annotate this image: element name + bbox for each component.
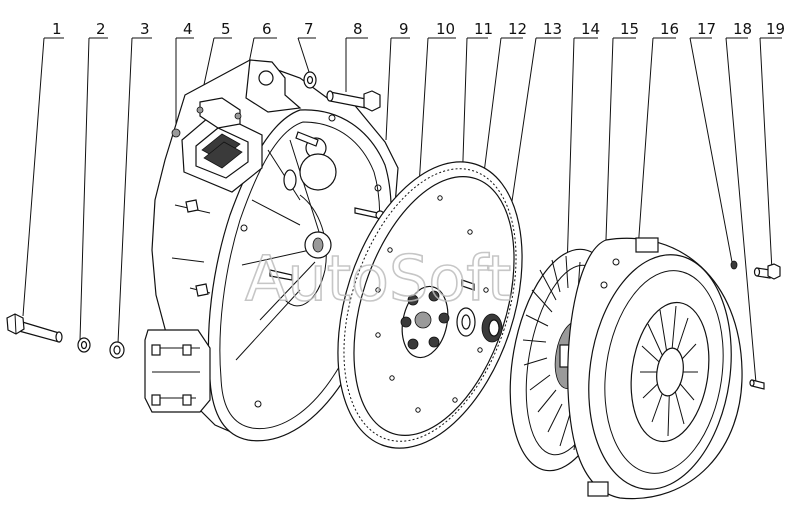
flywheel [337, 161, 523, 449]
callout-11: 11 [474, 20, 493, 38]
watermark: AutoSoft [245, 242, 511, 315]
pilot-bearing [456, 279, 503, 343]
bolt-right [753, 263, 781, 280]
washer-spring [77, 337, 91, 353]
callout-16: 16 [660, 20, 679, 38]
callout-12: 12 [508, 20, 527, 38]
callout-2: 2 [96, 20, 106, 38]
callout-4: 4 [183, 20, 193, 38]
callout-18: 18 [733, 20, 752, 38]
callout-13: 13 [543, 20, 562, 38]
callout-10: 10 [436, 20, 455, 38]
callout-labels: 1 2 3 4 5 6 7 8 9 10 11 12 13 14 15 16 1… [52, 20, 785, 38]
callout-7: 7 [304, 20, 314, 38]
callout-8: 8 [353, 20, 363, 38]
callout-1: 1 [52, 20, 62, 38]
bolt-left [6, 313, 63, 343]
dowel-pin [749, 379, 765, 390]
washer-top [303, 71, 317, 89]
small-washer [730, 260, 738, 270]
callout-9: 9 [399, 20, 409, 38]
callout-6: 6 [262, 20, 272, 38]
bolt-top [326, 90, 381, 112]
callout-14: 14 [581, 20, 600, 38]
washer-flat [109, 341, 125, 359]
callout-17: 17 [697, 20, 716, 38]
callout-3: 3 [140, 20, 150, 38]
pressure-plate [567, 237, 743, 500]
callout-15: 15 [620, 20, 639, 38]
callout-5: 5 [221, 20, 231, 38]
callout-19: 19 [766, 20, 785, 38]
inspection-cover [171, 97, 263, 193]
